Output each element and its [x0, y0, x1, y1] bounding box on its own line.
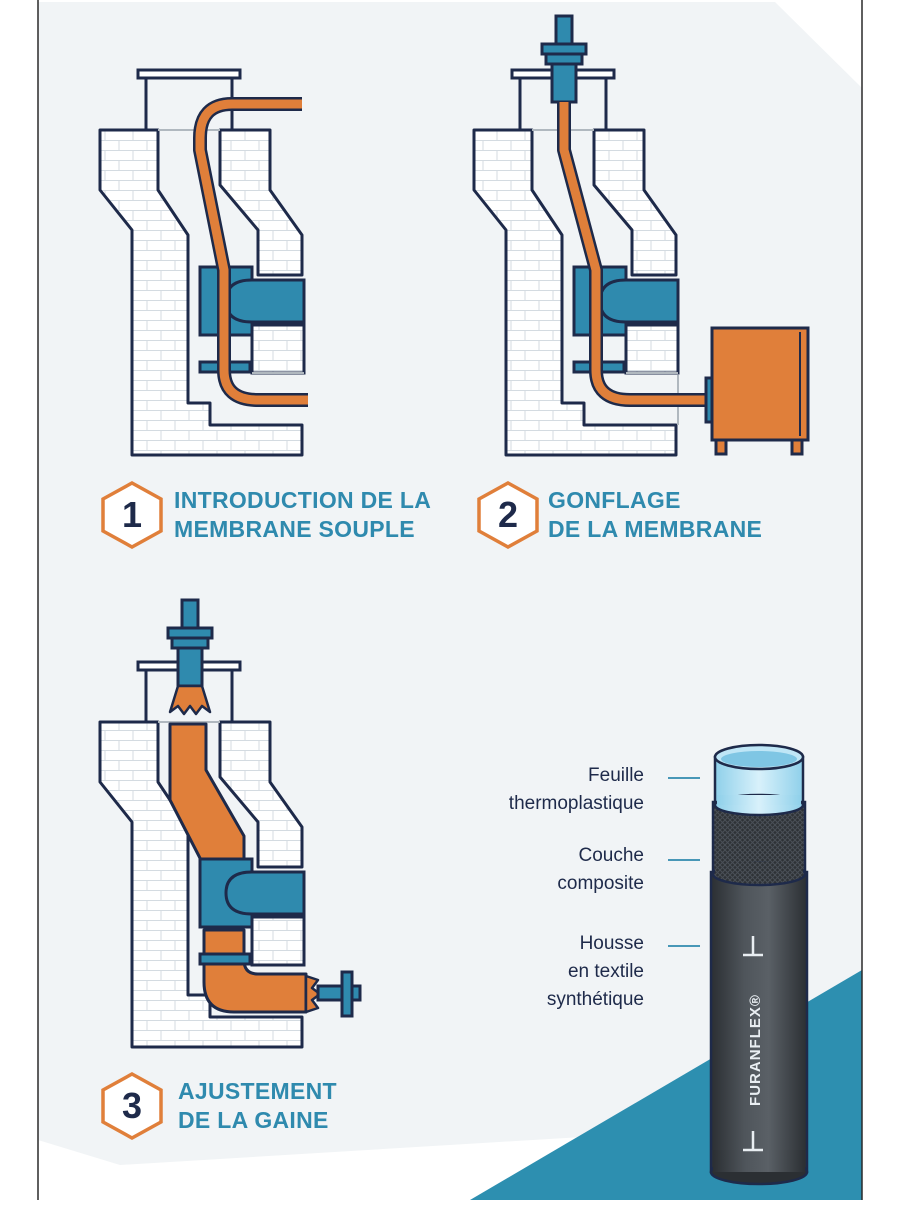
pipe-brand-text: FURANFLEX® — [747, 994, 764, 1106]
legend-composite-line2: composite — [557, 873, 644, 894]
furanflex-pipe-illustration — [709, 743, 809, 1186]
step3-number: 3 — [121, 1085, 143, 1126]
legend-thermoplastic-line2: thermoplastique — [508, 793, 644, 814]
legend-composite-line1: Couche — [578, 845, 645, 866]
step2-number-badge — [477, 481, 539, 549]
step3-chimney-diagram — [98, 598, 362, 1049]
legend-textile-line1: Housse — [579, 933, 644, 954]
legend-thermoplastic: Feuille thermoplastique — [509, 762, 644, 818]
step3-title-line2: DE LA GAINE — [178, 1107, 329, 1133]
step3-title-line1: AJUSTEMENT — [178, 1078, 337, 1104]
step1-number: 1 — [121, 494, 143, 535]
step1-chimney-diagram — [98, 68, 308, 457]
step2-title-line2: DE LA MEMBRANE — [548, 516, 763, 542]
step3-number-badge — [101, 1072, 163, 1140]
step2-chimney-diagram — [472, 14, 810, 457]
legend-textile-line3: synthétique — [546, 989, 644, 1010]
legend-composite: Couche composite — [557, 842, 644, 898]
step2-title: GONFLAGE DE LA MEMBRANE — [548, 486, 762, 544]
step1-title-line1: INTRODUCTION DE LA — [174, 487, 432, 513]
step1-title-line2: MEMBRANE SOUPLE — [174, 516, 415, 542]
step3-title: AJUSTEMENT DE LA GAINE — [178, 1077, 337, 1135]
legend-textile: Housse en textile synthétique — [547, 930, 644, 1014]
legend-textile-line2: en textile — [567, 961, 644, 982]
step1-title: INTRODUCTION DE LA MEMBRANE SOUPLE — [174, 486, 431, 544]
step1-number-badge — [101, 481, 163, 549]
step2-title-line1: GONFLAGE — [548, 487, 681, 513]
step2-number: 2 — [497, 494, 519, 535]
legend-thermoplastic-line1: Feuille — [588, 765, 644, 786]
